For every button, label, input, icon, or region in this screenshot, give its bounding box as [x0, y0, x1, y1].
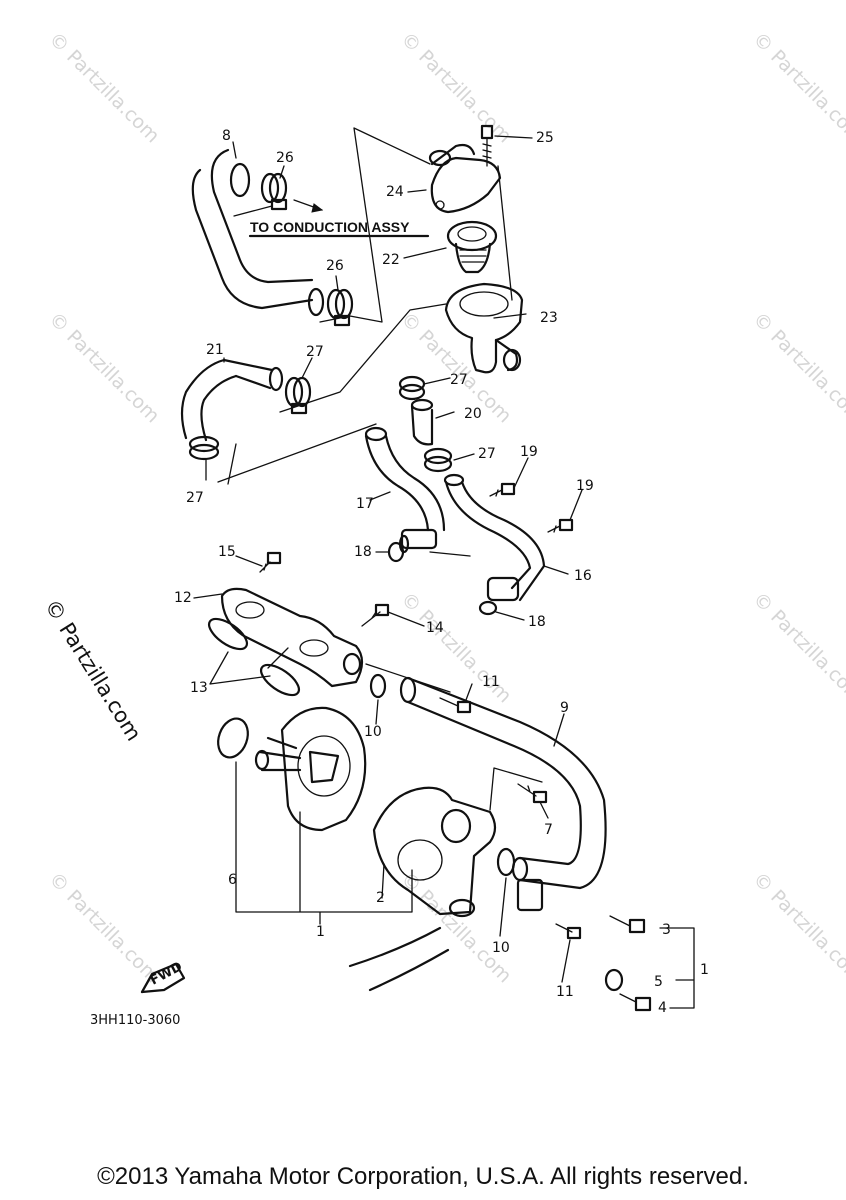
callout-15: 15 [218, 544, 236, 560]
pipe-20 [410, 398, 434, 446]
thermostat-22 [446, 220, 498, 274]
gasket-13-b [259, 663, 301, 697]
callout-17: 17 [356, 496, 374, 512]
callout-18: 18 [354, 544, 372, 560]
callout-24: 24 [386, 184, 404, 200]
pipe-16 [443, 473, 546, 602]
callout-18: 18 [528, 614, 546, 630]
callout-8: 8 [222, 128, 231, 144]
water-pump-impeller-1 [254, 706, 367, 832]
callout-10: 10 [492, 940, 510, 956]
clamp-27-b [188, 435, 220, 461]
callout-25: 25 [536, 130, 554, 146]
water-jacket-12 [220, 587, 364, 688]
callout-10: 10 [364, 724, 382, 740]
conduction-note: TO CONDUCTION ASSY [248, 199, 430, 238]
thermostat-cover-24 [428, 143, 502, 214]
watermark: © Partzilla.com [44, 868, 163, 987]
bolt-4 [619, 993, 652, 1012]
watermark: © Partzilla.com [44, 28, 163, 147]
bolt-11-a [439, 697, 472, 714]
bolt-14 [361, 603, 390, 627]
callout-16: 16 [574, 568, 592, 584]
callout-14: 14 [426, 620, 444, 636]
hose-lower [348, 926, 450, 992]
callout-26: 26 [326, 258, 344, 274]
callout-7: 7 [544, 822, 553, 838]
callout-3: 3 [662, 922, 671, 938]
oring-6 [217, 717, 249, 759]
washer-5 [604, 968, 624, 992]
clamp-26-lower [326, 288, 354, 327]
diagram-code: 3HH110-3060 [90, 1013, 180, 1028]
oring-10-b [496, 847, 516, 877]
gasket-13-a [207, 617, 249, 651]
watermark: © Partzilla.com [748, 308, 846, 427]
bolt-7 [517, 783, 548, 804]
watermark-layer: © Partzilla.com © Partzilla.com © Partzi… [44, 28, 846, 987]
callout-23: 23 [540, 310, 558, 326]
clamp-27-a [284, 376, 312, 415]
callout-21: 21 [206, 342, 224, 358]
callout-22: 22 [382, 252, 400, 268]
callout-6: 6 [228, 872, 237, 888]
oring-10-a [369, 673, 387, 699]
bolt-19-a [489, 482, 516, 497]
thermostat-housing-23 [444, 282, 524, 374]
callout-27: 27 [478, 446, 496, 462]
callout-13: 13 [190, 680, 208, 696]
note-text: TO CONDUCTION ASSY [250, 219, 410, 235]
callout-1: 1 [316, 924, 325, 940]
callout-11: 11 [556, 984, 574, 1000]
bolt-3 [609, 915, 646, 934]
watermark: © Partzilla.com [748, 28, 846, 147]
pipe-9 [399, 676, 607, 912]
watermark: © Partzilla.com [748, 868, 846, 987]
copyright-footer: ©2013 Yamaha Motor Corporation, U.S.A. A… [97, 1163, 749, 1190]
watermark: © Partzilla.com [748, 588, 846, 707]
bolt-19-b [547, 518, 574, 533]
oring-18-a [387, 541, 405, 563]
callout-27: 27 [450, 372, 468, 388]
callout-1: 1 [700, 962, 709, 978]
callout-2: 2 [376, 890, 385, 906]
callout-12: 12 [174, 590, 192, 606]
callout-4: 4 [658, 1000, 667, 1016]
callout-27: 27 [306, 344, 324, 360]
clamp-27-c [398, 375, 426, 401]
watermark: © Partzilla.com [396, 28, 515, 147]
callout-20: 20 [464, 406, 482, 422]
clamp-26-upper [260, 172, 288, 211]
bolt-15 [259, 551, 282, 573]
oring-18-b [478, 600, 498, 616]
callout-9: 9 [560, 700, 569, 716]
callout-26: 26 [276, 150, 294, 166]
callout-11: 11 [482, 674, 500, 690]
clamp-27-d [423, 447, 453, 473]
callout-5: 5 [654, 974, 663, 990]
water-pump-housing-2 [372, 786, 497, 918]
side-watermark: © Partzilla.com [40, 595, 146, 745]
hose-8 [191, 148, 325, 317]
hose-21 [180, 358, 284, 442]
watermark: © Partzilla.com [44, 308, 163, 427]
callout-leaders [193, 135, 583, 983]
leader-lines [217, 127, 695, 1009]
callout-19: 19 [576, 478, 594, 494]
bolt-11-b [555, 923, 582, 940]
callout-27: 27 [186, 490, 204, 506]
bolt-25 [480, 124, 494, 167]
callout-labels: 8 26 26 25 24 22 23 21 27 27 20 27 27 19… [174, 128, 709, 1016]
pipe-17 [364, 426, 446, 554]
callout-19: 19 [520, 444, 538, 460]
